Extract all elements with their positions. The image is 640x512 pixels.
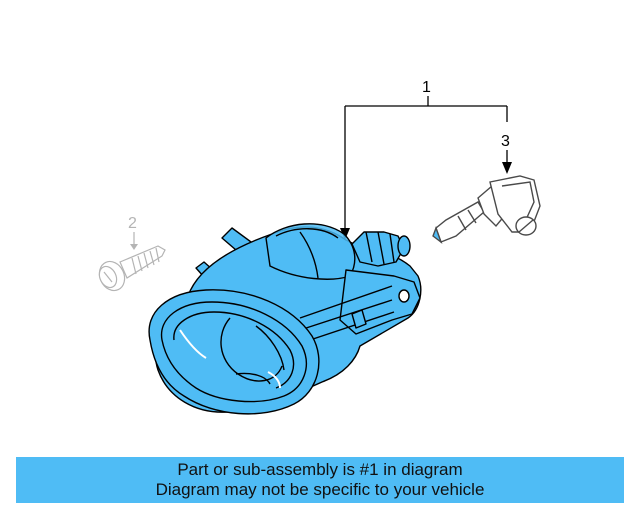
callout-2-label: 2	[128, 215, 137, 232]
fog-lamp-assembly	[148, 223, 422, 415]
adjuster-bracket	[339, 269, 421, 335]
callout-leaders	[344, 96, 508, 232]
lamp-lens	[160, 301, 307, 403]
bulb-part	[432, 175, 541, 244]
callout-3-label: 3	[501, 133, 510, 150]
screw-part	[98, 232, 166, 292]
callout-1-label: 1	[422, 79, 431, 96]
banner-line-1: Part or sub-assembly is #1 in diagram	[177, 460, 463, 479]
banner-line-2: Diagram may not be specific to your vehi…	[155, 480, 485, 499]
callout-arrowheads	[340, 162, 512, 240]
bulb-socket	[351, 231, 405, 267]
info-banner: Part or sub-assembly is #1 in diagram Di…	[16, 457, 624, 503]
